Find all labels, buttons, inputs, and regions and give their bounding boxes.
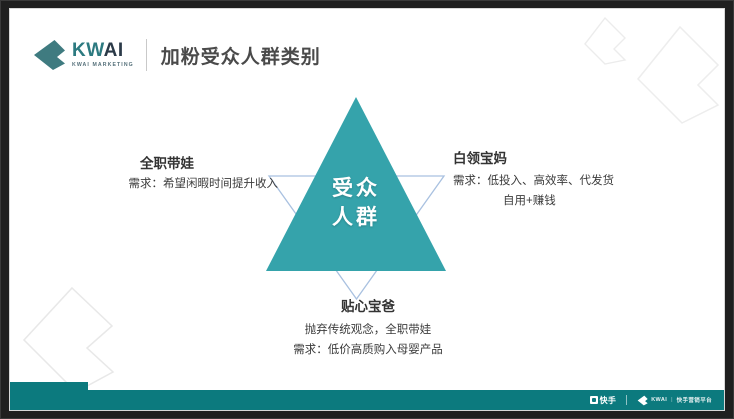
kuaishou-label: 快手 [599, 395, 617, 405]
segment-right-line-1: 需求：低投入、高效率、代发货 [453, 175, 614, 188]
segment-block-right: 白领宝妈 需求：低投入、高效率、代发货 自用+赚钱 [453, 149, 683, 212]
header-divider [145, 39, 147, 71]
footer-notch [10, 382, 88, 390]
kuaishou-mark-icon [589, 396, 598, 404]
footer-kwai-label: KWAI [651, 397, 668, 403]
segment-left-line-1: 需求：希望闲暇时间提升收入 [128, 178, 279, 191]
diagram-shapes [266, 97, 446, 301]
kwai-chevron-icon [34, 40, 65, 70]
segment-right-title: 白领宝妈 [453, 151, 507, 166]
segment-bottom-line-1: 抛弃传统观念，全职带娃 [304, 324, 432, 337]
page-title: 加粉受众人群类别 [160, 46, 321, 68]
segment-bottom-title: 贴心宝爸 [341, 299, 395, 314]
kwai-wordmark-text: KWAI [72, 41, 134, 60]
footer-kwai-separator: | [671, 397, 673, 403]
segment-block-left: 全职带娃 需求：希望闲暇时间提升收入 [68, 154, 279, 194]
kwai-wordmark-ai: AI [103, 40, 124, 62]
footer-kwai-tagline: 快手营销平台 [676, 398, 712, 404]
slide-canvas: KWAI KWAI MARKETING 加粉受众人群类别 受众 人群 全职带 [9, 8, 725, 411]
segment-right-line-2: 自用+赚钱 [503, 195, 556, 208]
kwai-wordmark-subtitle: KWAI MARKETING [72, 62, 134, 69]
kuaishou-logo: 快手 [589, 395, 617, 406]
footer-branding: 快手 KWAI | 快手营销平台 [589, 390, 712, 410]
kwai-wordmark: KWAI KWAI MARKETING [72, 41, 134, 68]
header: KWAI KWAI MARKETING 加粉受众人群类别 [32, 35, 321, 75]
audience-triangle-diagram: 受众 人群 全职带娃 需求：希望闲暇时间提升收入 白领宝妈 需求：低投入、高效率… [10, 9, 724, 410]
segment-bottom-line-2: 需求：低价高质购入母婴产品 [293, 344, 443, 357]
segment-block-bottom: 贴心宝爸 抛弃传统观念，全职带娃 需求：低价高质购入母婴产品 [238, 297, 498, 361]
footer-kwai-logo: KWAI | 快手营销平台 [637, 395, 712, 406]
kwai-wordmark-kw: KW [72, 40, 104, 62]
footer-divider [626, 395, 628, 405]
solid-teal-triangle [266, 97, 446, 271]
kwai-marketing-logo: KWAI KWAI MARKETING [32, 38, 134, 72]
segment-left-title: 全职带娃 [140, 156, 194, 171]
footer-bar: 快手 KWAI | 快手营销平台 [10, 390, 724, 410]
kwai-chevron-icon [637, 395, 648, 405]
